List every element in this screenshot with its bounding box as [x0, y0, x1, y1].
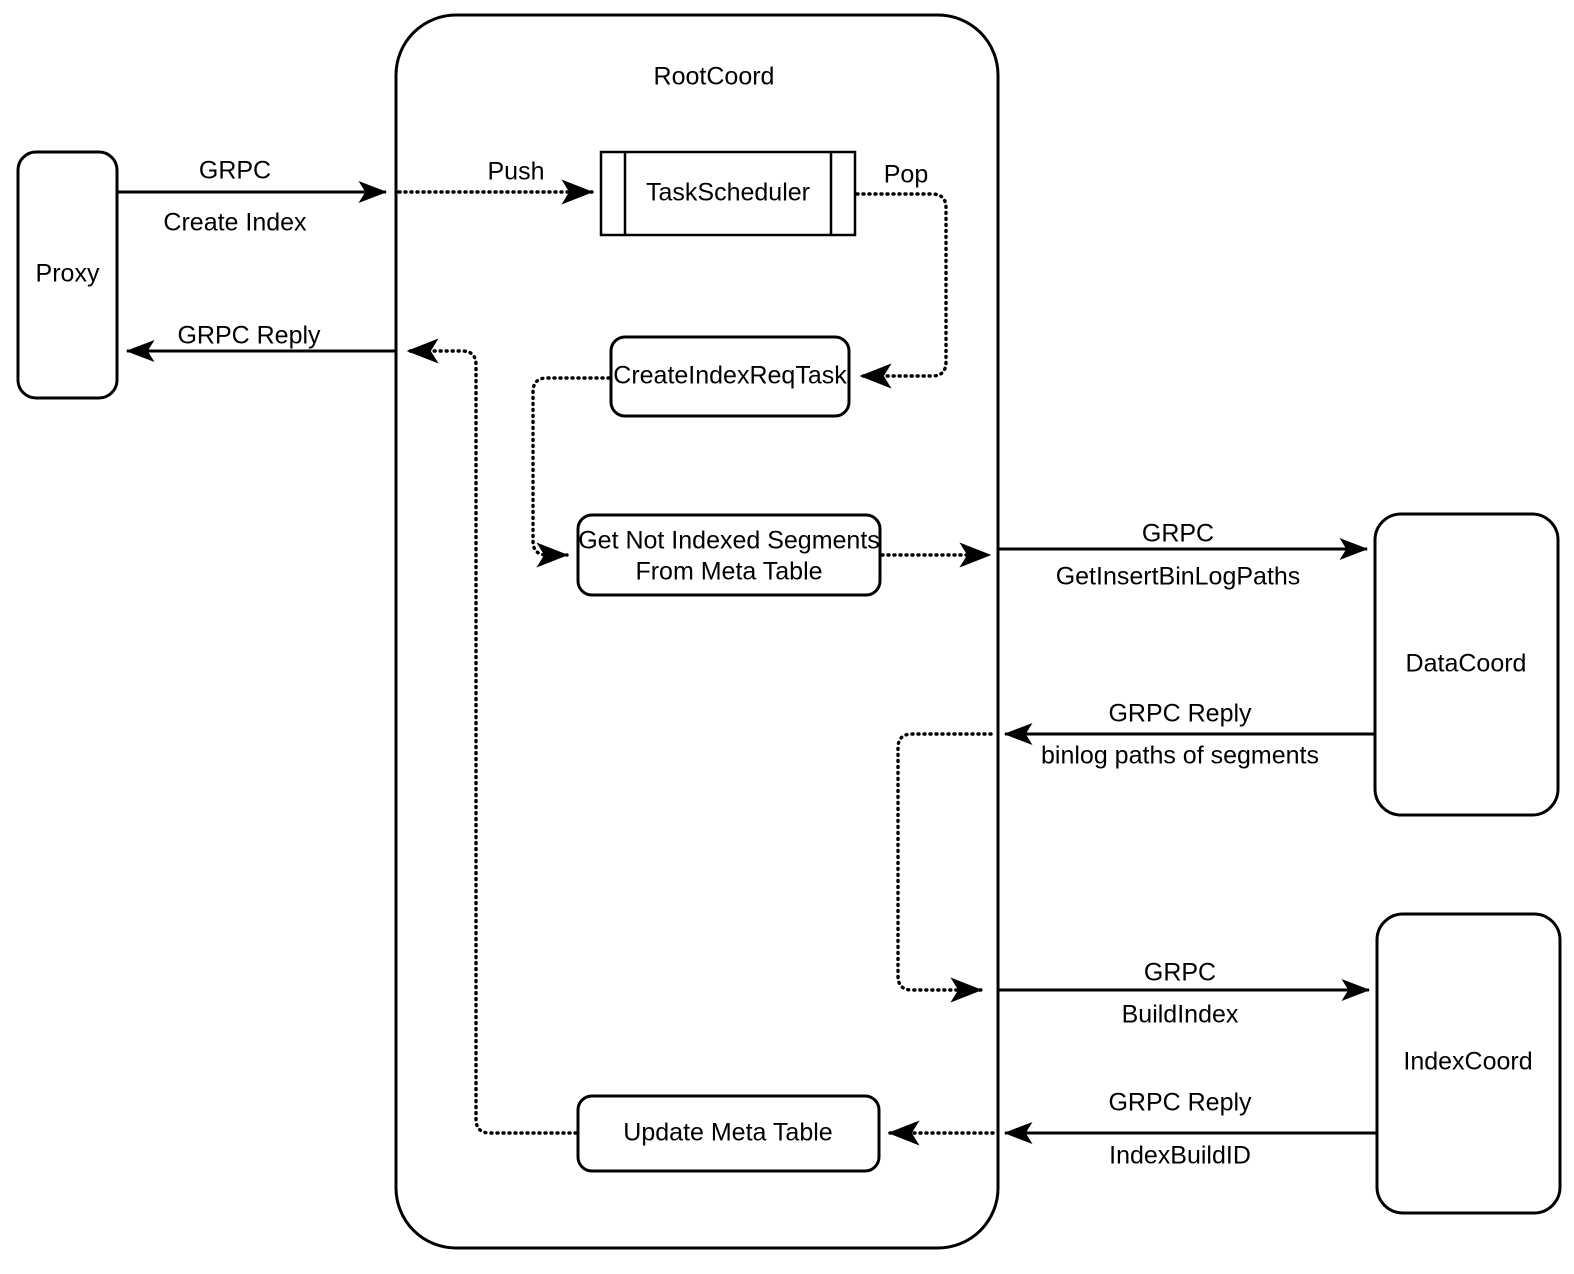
edge-rootcoord-to-datacoord: GRPC GetInsertBinLogPaths: [998, 520, 1369, 591]
data-coord-label: DataCoord: [1406, 650, 1527, 678]
task-scheduler-node[interactable]: TaskScheduler: [599, 150, 857, 237]
edge-pop-label: Pop: [884, 161, 928, 189]
proxy-label: Proxy: [36, 260, 100, 288]
edge-task-to-get-segments-path: [531, 376, 611, 568]
edge-rootcoord-to-proxy: GRPC Reply: [125, 322, 397, 363]
edge-update-meta-table-to-reply-path: [406, 338, 578, 1135]
edge-proxy-to-rootcoord-label-line1: GRPC: [199, 157, 271, 185]
edge-binlog-reply-to-buildindex-path: [896, 732, 993, 1003]
data-coord-node[interactable]: DataCoord: [1373, 512, 1560, 817]
get-not-indexed-segments-label-line1: Get Not Indexed Segments: [578, 527, 880, 555]
create-index-req-task-node[interactable]: CreateIndexReqTask: [609, 335, 851, 418]
task-scheduler-shape[interactable]: [599, 150, 857, 237]
proxy-shape[interactable]: [16, 150, 119, 400]
rootcoord-container-shape: [394, 13, 1000, 1250]
rootcoord-title: RootCoord: [654, 63, 775, 91]
edge-task-to-get-segments: [531, 376, 611, 568]
edge-rootcoord-to-indexcoord-label-line2: BuildIndex: [1122, 1001, 1239, 1029]
data-coord-shape[interactable]: [1373, 512, 1560, 817]
proxy-node[interactable]: Proxy: [16, 150, 119, 400]
index-coord-shape[interactable]: [1375, 912, 1562, 1215]
edge-rootcoord-to-indexcoord: GRPC BuildIndex: [998, 959, 1371, 1029]
update-meta-table-shape[interactable]: [576, 1094, 881, 1173]
edge-update-meta-table-to-reply: [406, 338, 578, 1135]
get-not-indexed-segments-label-line2: From Meta Table: [635, 558, 822, 586]
rootcoord-container: RootCoord: [394, 13, 1000, 1250]
edge-rootcoord-to-proxy-label: GRPC Reply: [177, 322, 321, 350]
create-index-req-task-label: CreateIndexReqTask: [613, 362, 847, 390]
edge-datacoord-to-rootcoord-label-line1: GRPC Reply: [1108, 700, 1252, 728]
task-scheduler-label: TaskScheduler: [646, 179, 810, 207]
edge-rootcoord-to-indexcoord-label-line1: GRPC: [1144, 959, 1216, 987]
edge-datacoord-to-rootcoord-label-line2: binlog paths of segments: [1041, 742, 1319, 770]
edge-indexcoord-to-rootcoord-label-line2: IndexBuildID: [1109, 1142, 1251, 1170]
create-index-req-task-shape[interactable]: [609, 335, 851, 418]
index-coord-label: IndexCoord: [1403, 1048, 1532, 1076]
get-not-indexed-segments-shape[interactable]: [576, 513, 882, 597]
edge-datacoord-to-rootcoord: GRPC Reply binlog paths of segments: [1003, 700, 1375, 770]
edge-indexcoord-to-rootcoord-label-line1: GRPC Reply: [1108, 1089, 1252, 1117]
get-not-indexed-segments-node[interactable]: Get Not Indexed Segments From Meta Table: [576, 513, 882, 597]
edge-pop: Pop: [855, 161, 948, 389]
edge-proxy-to-rootcoord-label-line2: Create Index: [163, 209, 307, 237]
edge-proxy-to-rootcoord: GRPC Create Index: [117, 157, 388, 237]
index-coord-node[interactable]: IndexCoord: [1375, 912, 1562, 1215]
edge-rootcoord-to-datacoord-label-line2: GetInsertBinLogPaths: [1056, 563, 1301, 591]
edge-push-label: Push: [488, 158, 545, 186]
update-meta-table-label: Update Meta Table: [623, 1119, 832, 1147]
update-meta-table-node[interactable]: Update Meta Table: [576, 1094, 881, 1173]
edge-indexcoord-to-rootcoord: GRPC Reply IndexBuildID: [1003, 1089, 1377, 1170]
edge-binlog-reply-to-buildindex: [896, 732, 993, 1003]
edge-pop-path: [855, 192, 948, 389]
edge-rootcoord-to-datacoord-label-line1: GRPC: [1142, 520, 1214, 548]
edge-push: Push: [397, 158, 594, 205]
